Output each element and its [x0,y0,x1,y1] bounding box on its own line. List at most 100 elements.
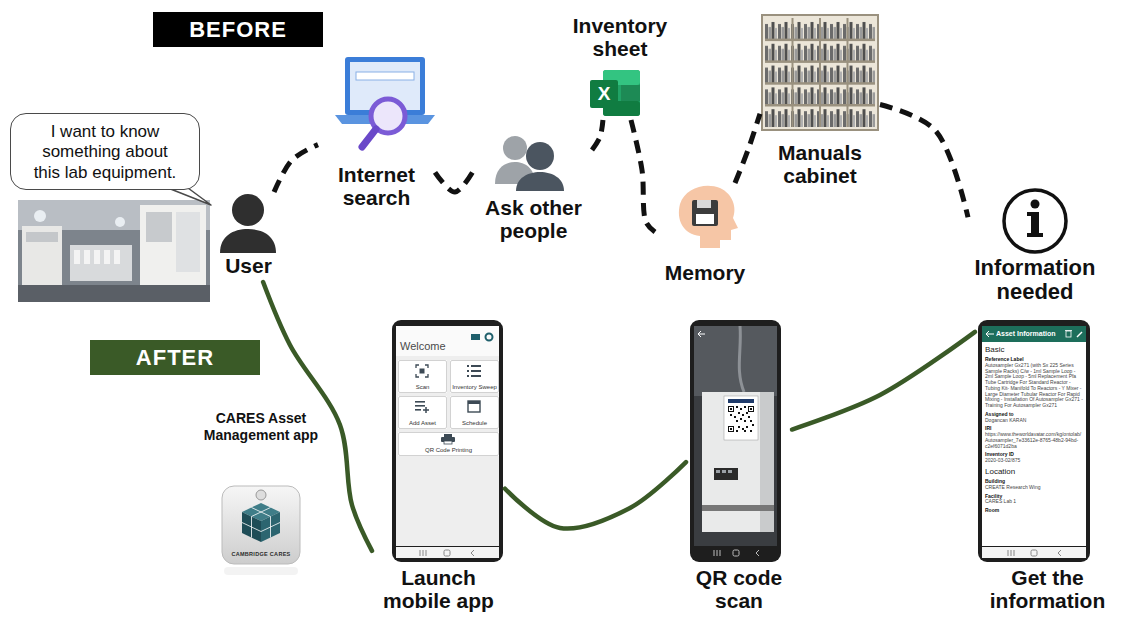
screen-text: CARES Lab 1 [982,499,1086,505]
phone-camera-screen [750,408,752,410]
phone-home-screen [392,320,503,562]
phone-home-screen [467,365,469,367]
phone-detail-screen [982,547,1086,558]
phone-camera-screen [698,331,705,337]
node-label: Welcome [400,340,503,353]
node-label: Launch mobile app [374,566,503,612]
node-label: CAMBRIDGE CARES [198,551,324,557]
app-button: Scan [398,360,447,393]
phone-detail-screen [1031,550,1037,556]
phone-detail-screen [1066,331,1071,337]
phone-camera-screen [690,320,781,562]
lab-photo [70,245,132,281]
screen-text: Basic [982,345,1086,354]
phone-camera-screen [744,430,746,432]
cabinet-illustration [847,18,849,127]
cabinet-illustration [762,15,878,130]
cabinet-illustration [765,18,875,127]
phone-camera-screen [750,430,752,432]
memory-head-icon [692,200,718,226]
phone-camera-screen [694,547,777,558]
app-icon [222,486,300,575]
lab-photo [34,210,46,222]
phone-camera-screen [729,427,733,431]
spreadsheet-icon [590,70,640,116]
dashed-route [435,168,475,192]
goal-node: Information needed [968,186,1102,311]
memory-head-icon [679,186,738,248]
app-button: Schedule [450,396,499,429]
phone-camera-screen [738,412,740,414]
phone-home-screen [468,401,480,412]
phone-camera-screen [736,430,738,432]
phone-detail-screen [982,326,1086,546]
phone-camera-screen [716,470,720,473]
phone-home-screen [416,365,428,377]
phone-camera-screen [702,505,774,511]
phone-detail-screen [986,331,994,337]
app-icon [242,508,280,538]
phone-camera-screen [724,396,758,440]
speech-tail [168,188,211,205]
phone-camera-screen [752,424,754,426]
phone-home-screen [415,405,425,407]
connectors [263,105,975,551]
phone-camera-screen [730,414,732,416]
screen-text: CREATE Research Wing [982,485,1086,491]
phone-home-screen [398,360,447,393]
user-icon [220,194,276,253]
screen-text: Room [982,508,1086,514]
node-label: Information needed [970,256,1100,304]
phone-camera-screen [750,420,752,422]
info-symbol [1004,190,1066,252]
phone-camera-screen [742,428,744,430]
phone-detail-screen [1058,550,1061,556]
memory-head-icon [679,186,738,248]
source-node: Inventory sheet [565,12,675,120]
dashed-route [274,145,318,192]
info-symbol [1031,200,1040,209]
phone-camera-screen [740,418,742,420]
node-label: Add Asset [400,420,445,427]
phone-camera-screen [738,426,740,428]
phone-detail-screen [978,320,1090,562]
screen-text: Asset Information [982,326,1086,342]
screen-text: 2020-03-02/875 [982,458,1086,464]
node-label: Schedule [452,420,497,427]
phone-camera-screen [730,408,732,410]
phone-camera-screen [694,326,777,546]
phone-camera-screen [714,468,738,480]
phone-camera-screen [740,408,742,410]
app-button: QR Code Printing [398,432,499,456]
user-icon [232,194,264,226]
phone-camera-screen [748,416,750,418]
app-icon [224,567,298,575]
phone-detail-screen [978,320,1090,562]
source-node: Manuals cabinet [760,13,880,196]
phone-home-screen [444,550,450,556]
laptop-search-icon [362,129,376,147]
node-label: Inventory sheet [567,14,673,60]
lab-photo [26,232,58,242]
node-label: Manuals cabinet [762,141,878,187]
screen-content: Asset InformationBasicReference LabelAut… [982,326,1086,514]
phone-detail-screen [1077,332,1082,337]
section-tag: BEFORE [153,12,323,47]
phone-camera-screen [746,426,748,428]
spreadsheet-icon [590,80,618,108]
lab-photo [115,217,125,227]
phone-home-screen [444,441,452,444]
node-label: BEFORE [155,17,321,42]
dashed-route [592,120,603,150]
phone-home-screen [467,370,469,372]
phone-home-screen [396,547,499,558]
cabinet-illustration [819,18,821,127]
phone-camera-screen [722,470,726,473]
lab-photo [104,250,110,264]
laptop-search-icon [356,72,414,80]
phone-home-screen [392,320,503,562]
screen-text: Location [982,467,1086,476]
phone-camera-screen [728,399,754,403]
